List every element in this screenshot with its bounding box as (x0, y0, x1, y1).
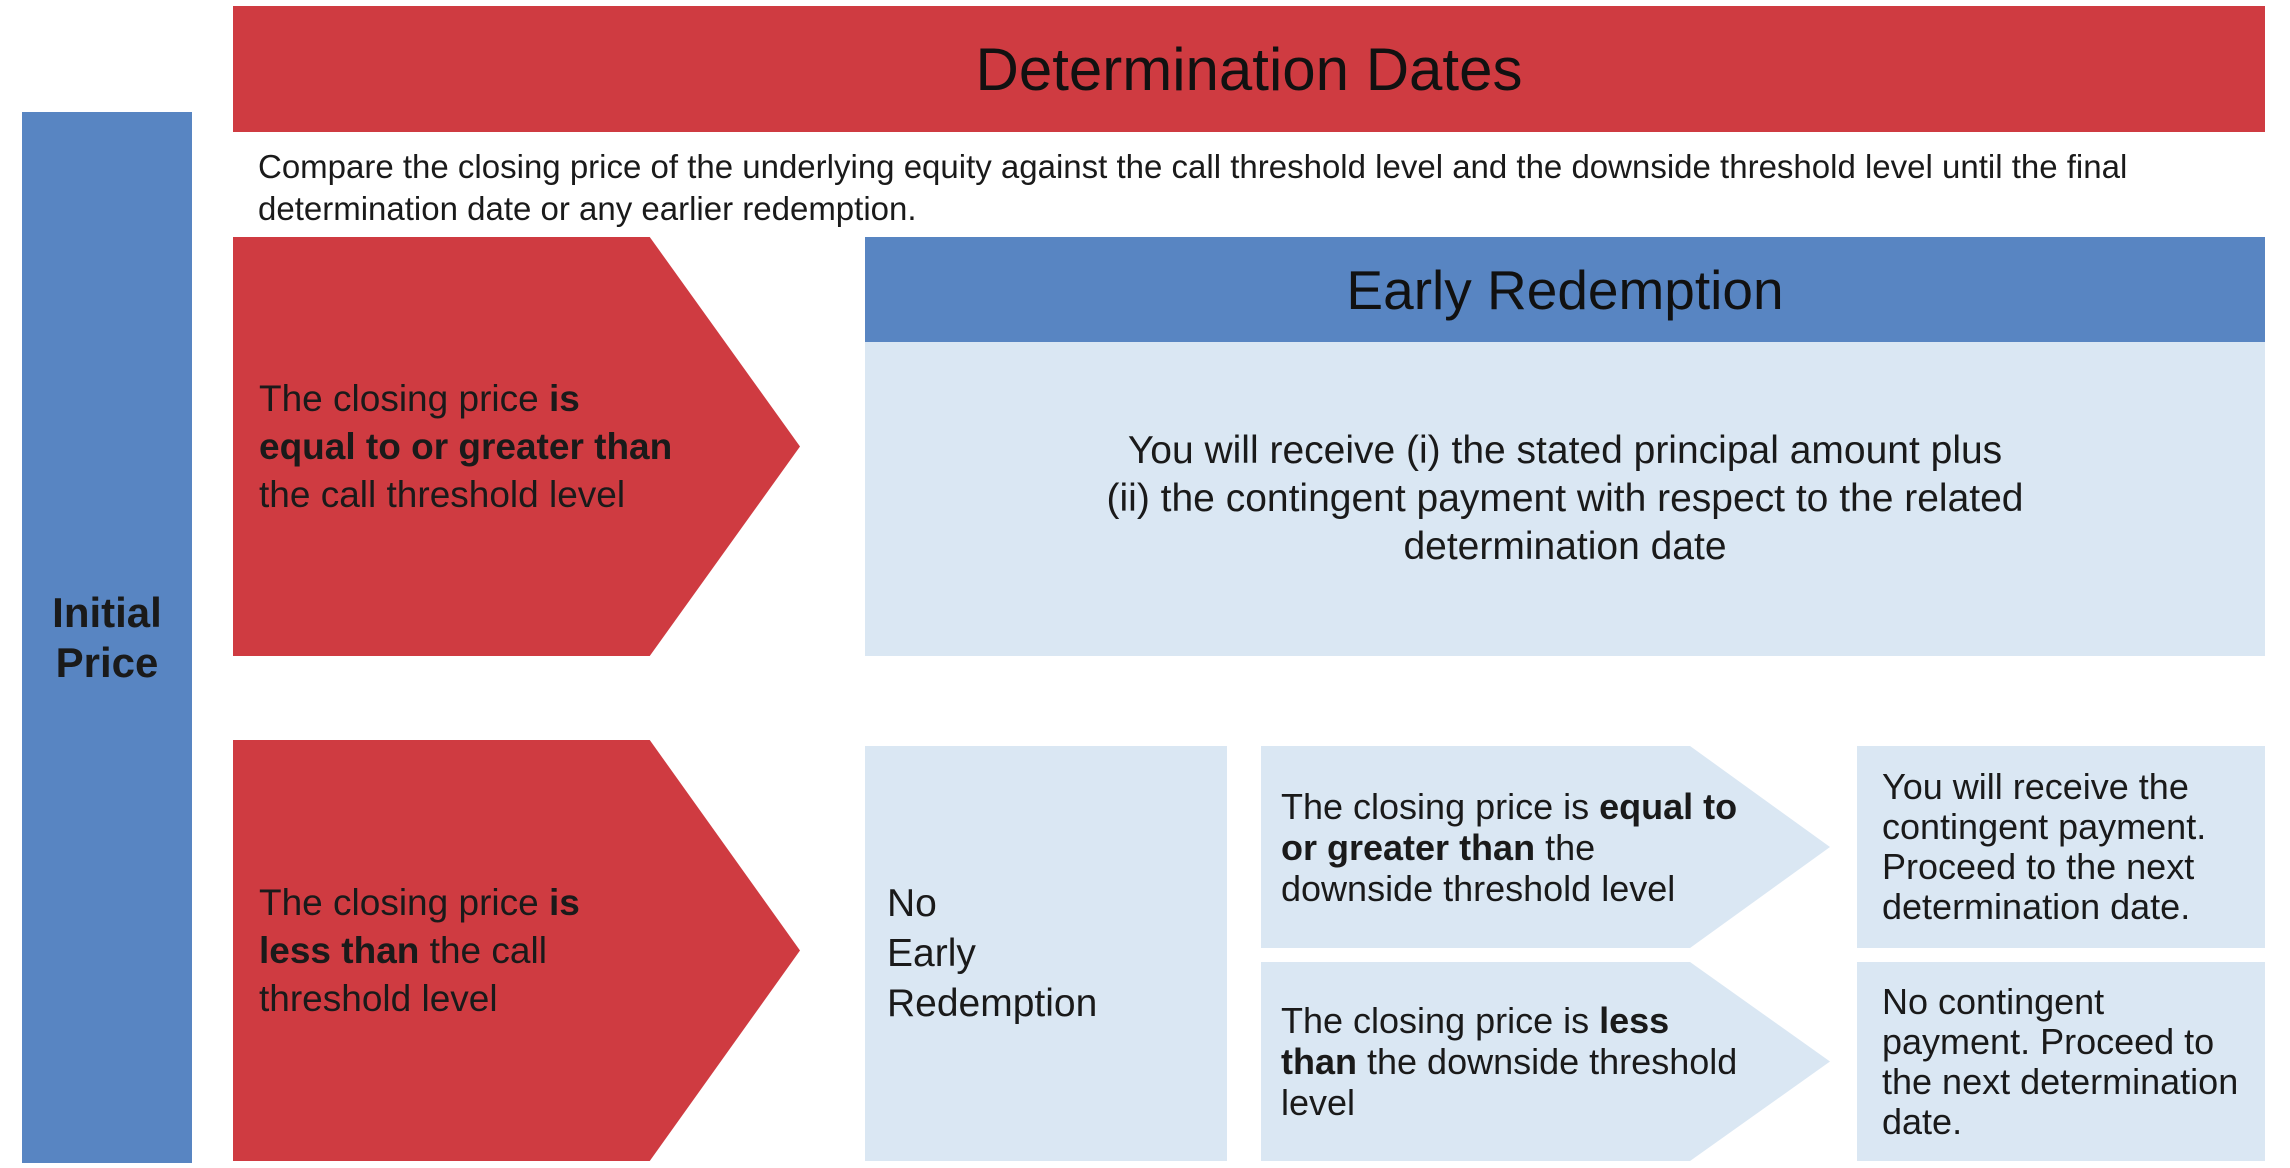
no-contingent-payment-result-text: No contingent payment. Proceed to the ne… (1882, 980, 2239, 1142)
no-contingent-payment-result-box: No contingent payment. Proceed to the ne… (1857, 962, 2265, 1161)
early-redemption-header: Early Redemption (865, 237, 2265, 342)
intro-text: Compare the closing price of the underly… (258, 148, 2128, 227)
contingent-payment-result-box: You will receive the contingent payment.… (1857, 746, 2265, 948)
title-bar: Determination Dates (233, 6, 2265, 132)
downside-below-arrow-shape (1261, 962, 1830, 1161)
contingent-payment-result-text: You will receive the contingent payment.… (1882, 766, 2207, 927)
page-title: Determination Dates (975, 35, 1523, 103)
initial-price-label: Initial Price (52, 588, 162, 686)
early-redemption-text: You will receive (i) the stated principa… (1106, 429, 2024, 568)
early-redemption-body: You will receive (i) the stated principa… (865, 342, 2265, 656)
call-above-arrow-shape (233, 237, 800, 656)
early-redemption-title: Early Redemption (1346, 258, 1784, 321)
downside-above-arrow-shape (1261, 746, 1830, 948)
initial-price-bar: Initial Price (22, 112, 192, 1163)
call-below-arrow-shape (233, 740, 800, 1161)
